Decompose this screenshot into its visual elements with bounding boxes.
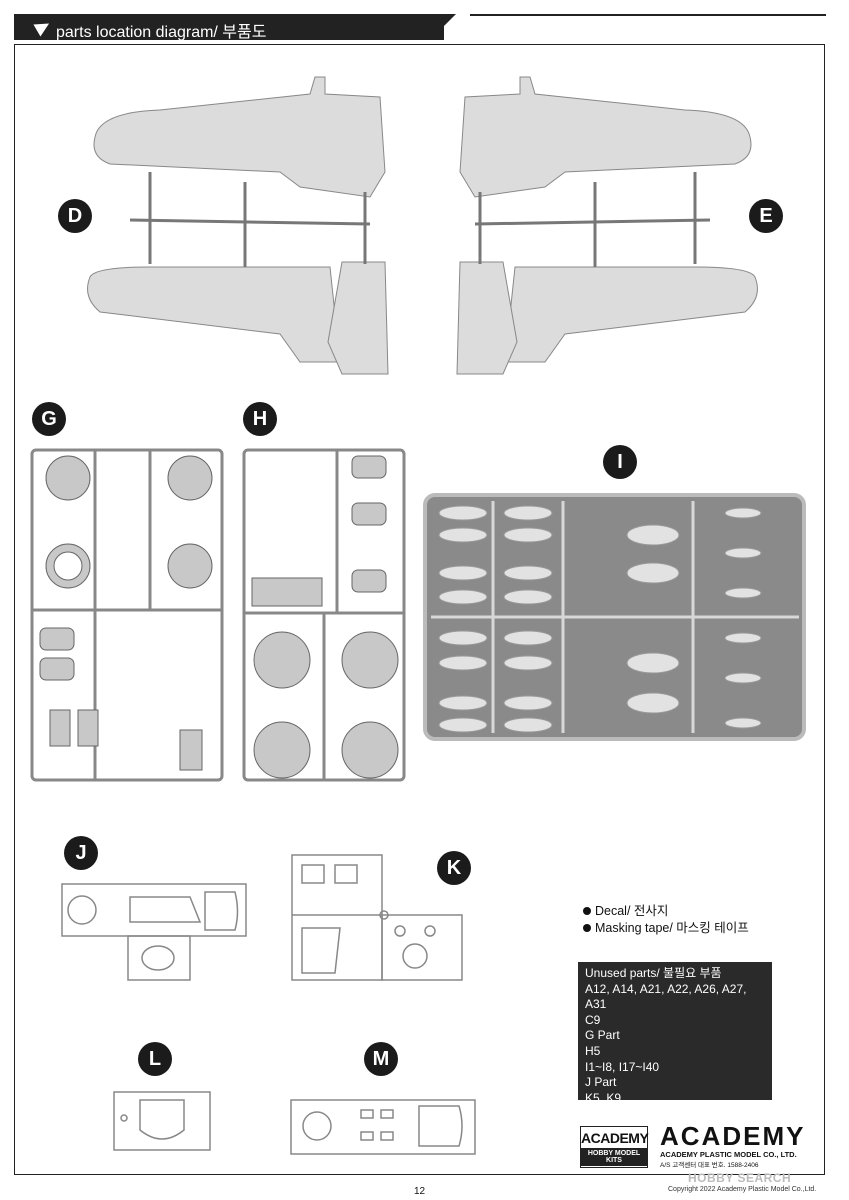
watermark: HOBBY SEARCH xyxy=(688,1171,792,1185)
header-rule xyxy=(470,14,826,16)
sprue-e-diagram xyxy=(456,76,758,375)
badge-k: K xyxy=(437,851,471,885)
info-notes: Decal/ 전사지 Masking tape/ 마스킹 테이프 xyxy=(583,903,749,937)
masking-note: Masking tape/ 마스킹 테이프 xyxy=(583,920,749,937)
badge-d: D xyxy=(58,199,92,233)
sprue-d-upper-wing xyxy=(93,76,386,198)
unused-item: A12, A14, A21, A22, A26, A27, A31 xyxy=(585,981,747,1012)
unused-item: G Part xyxy=(585,1028,620,1043)
sprue-e-flap xyxy=(456,261,518,375)
decal-note: Decal/ 전사지 xyxy=(583,903,749,920)
bullet-icon xyxy=(583,924,591,932)
sprue-d-diagram xyxy=(87,76,389,375)
page-title: parts location diagram/ 부품도 xyxy=(56,24,267,41)
sprue-d-flap xyxy=(327,261,389,375)
sprue-e-upper-wing xyxy=(459,76,752,198)
sprue-l-diagram xyxy=(113,1091,211,1151)
sprue-k-diagram xyxy=(291,854,463,981)
page-number: 12 xyxy=(414,1186,426,1197)
unused-item: J Part xyxy=(585,1075,617,1090)
sprue-i-diagram xyxy=(423,493,806,741)
sprue-g-diagram xyxy=(30,448,224,782)
badge-i: I xyxy=(603,445,637,479)
triangle-icon xyxy=(33,17,53,37)
service-phone: A/S 고객센터 대표 번호. 1588-2406 xyxy=(660,1162,759,1169)
small-logo-text: ACADEMY xyxy=(581,1130,649,1146)
bullet-icon xyxy=(583,907,591,915)
academy-big-logo: ACADEMY ACADEMY PLASTIC MODEL CO., LTD. … xyxy=(660,1122,820,1169)
unused-item: K5, K9 xyxy=(585,1090,622,1105)
badge-l: L xyxy=(138,1042,172,1076)
header-corner xyxy=(430,14,456,40)
diagram-frame xyxy=(14,44,825,1175)
badge-e: E xyxy=(749,199,783,233)
unused-parts-box: Unused parts/ 불필요 부품 A12, A14, A21, A22,… xyxy=(578,962,772,1105)
company-name: ACADEMY PLASTIC MODEL CO., LTD. xyxy=(660,1150,797,1159)
small-logo-sub: HOBBY MODEL KITS xyxy=(581,1148,647,1166)
unused-item: C9 xyxy=(585,1012,601,1027)
sprue-j-diagram xyxy=(61,883,247,981)
badge-g: G xyxy=(32,402,66,436)
unused-parts-title: Unused parts/ 불필요 부품 xyxy=(585,966,722,980)
unused-item: H5 xyxy=(585,1043,601,1058)
sprue-m-diagram xyxy=(290,1099,476,1155)
badge-h: H xyxy=(243,402,277,436)
sprue-e-lower-wing xyxy=(504,266,758,363)
badge-j: J xyxy=(64,836,98,870)
sprue-d-lower-wing xyxy=(87,266,341,363)
sprue-h-diagram xyxy=(242,448,406,782)
badge-m: M xyxy=(364,1042,398,1076)
academy-small-logo: ACADEMY HOBBY MODEL KITS xyxy=(580,1126,649,1168)
copyright: Copyright 2022 Academy Plastic Model Co.… xyxy=(668,1186,817,1193)
section-header: parts location diagram/ 부품도 xyxy=(14,14,444,41)
unused-item: I1~I8, I17~I40 xyxy=(585,1059,660,1074)
big-logo-text: ACADEMY xyxy=(660,1121,806,1151)
